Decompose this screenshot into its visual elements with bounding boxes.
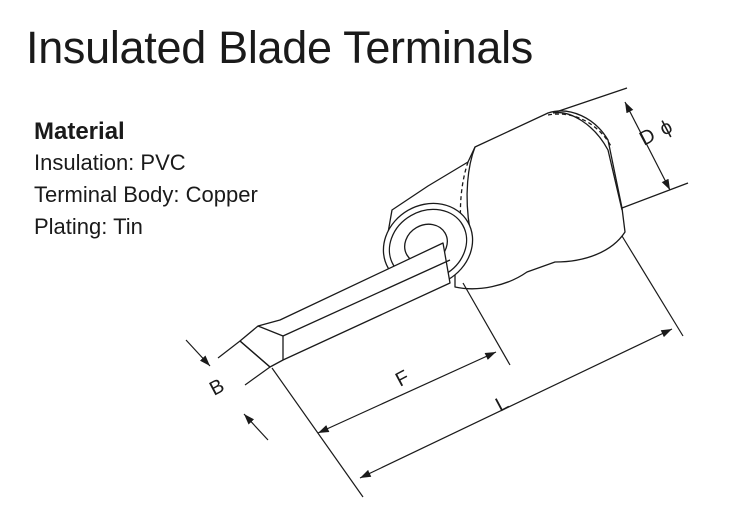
material-plating: Plating: Tin xyxy=(34,214,143,239)
page-title: Insulated Blade Terminals xyxy=(26,22,533,73)
dim-label-d-symbol: ϕ xyxy=(656,116,676,141)
dim-label-l: L xyxy=(492,392,512,417)
dim-label-d: D xyxy=(636,124,659,150)
material-heading: Material xyxy=(34,118,125,145)
material-insulation: Insulation: PVC xyxy=(34,150,186,175)
dim-label-b: B xyxy=(206,375,228,401)
material-terminal-body: Terminal Body: Copper xyxy=(34,182,258,207)
material-section: Material Insulation: PVC Terminal Body: … xyxy=(34,117,258,243)
dim-label-f: F xyxy=(392,366,413,391)
dimension-lines xyxy=(185,101,684,498)
terminal-body xyxy=(239,87,689,368)
